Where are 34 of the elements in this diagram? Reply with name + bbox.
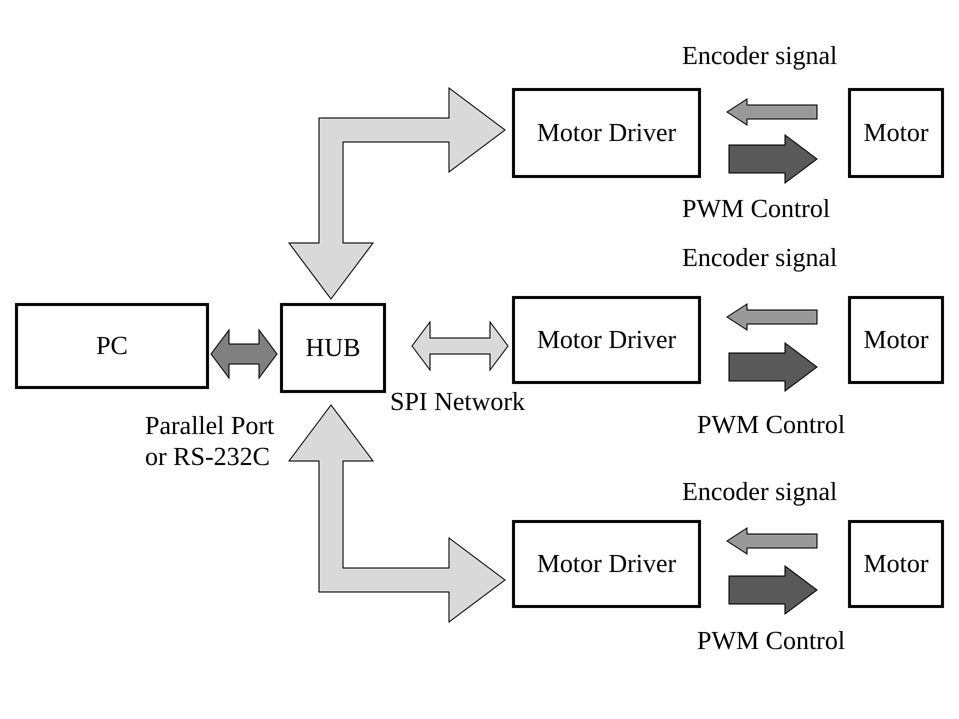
edge-label: PWM Control <box>697 625 846 656</box>
block-label: Motor Driver <box>536 118 676 148</box>
block-label: Motor <box>864 118 928 148</box>
block-box <box>15 303 209 389</box>
block-box <box>848 296 944 384</box>
block-box <box>848 88 944 178</box>
edge-label: PWM Control <box>682 193 832 224</box>
block-box <box>512 88 701 178</box>
edge-label: PWM Control <box>697 409 846 440</box>
block-box <box>512 520 701 608</box>
edge-label: SPI Network <box>390 386 526 418</box>
block-arrow <box>288 404 506 623</box>
edge-label: Encoder signal <box>682 476 838 508</box>
edge-label: Parallel Port or RS-232C <box>145 410 276 472</box>
block-arrow <box>288 87 506 300</box>
block-label: PC <box>96 331 128 361</box>
block-label: Motor Driver <box>536 549 676 579</box>
block-arrow <box>728 342 818 392</box>
block-arrow <box>726 303 818 331</box>
block-arrow <box>726 527 818 555</box>
edge-label: Encoder signal <box>682 242 838 274</box>
block-label: Motor <box>864 549 928 579</box>
block-label: Motor <box>864 325 928 355</box>
block-box <box>848 520 944 608</box>
block-arrow <box>728 134 818 184</box>
block-label: Motor Driver <box>536 325 676 355</box>
block-box <box>280 303 386 393</box>
block-box <box>512 296 701 384</box>
block-arrow <box>210 328 278 380</box>
block-label: HUB <box>306 333 360 363</box>
block-arrow <box>728 565 818 615</box>
edge-label: Encoder signal <box>682 40 838 72</box>
block-arrow <box>411 320 509 372</box>
block-arrow <box>726 98 818 126</box>
